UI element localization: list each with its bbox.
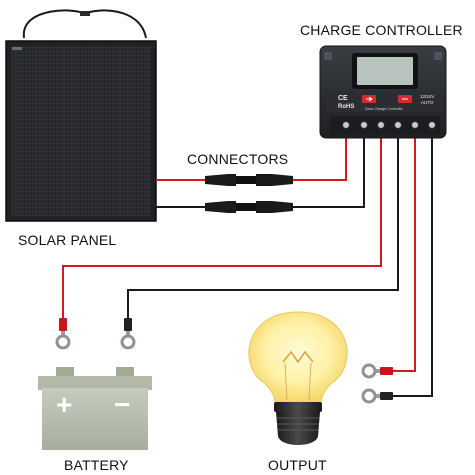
battery-positive-neck	[61, 331, 65, 337]
ring-terminals	[55, 318, 393, 404]
pv-positive-wire	[293, 138, 347, 181]
controller-model-text: Solar Charge Controller	[365, 107, 404, 111]
solar-panel-label: SOLAR PANEL	[18, 232, 117, 248]
battery-body	[42, 388, 148, 450]
output-negative-ring	[361, 388, 377, 404]
controller-ce-mark: CE	[338, 95, 348, 102]
solar-panel-icon	[5, 9, 157, 222]
battery-positive-sleeve	[59, 318, 67, 331]
charge-controller-icon: CE RoHS Solar Charge Controller 12/24V A…	[319, 45, 447, 139]
battery-post-right	[116, 367, 134, 377]
output-positive-neck	[375, 369, 380, 373]
controller-screw-tr	[434, 52, 442, 60]
battery-lid	[38, 376, 152, 390]
connector-joint-bottom	[236, 203, 256, 211]
output-positive-sleeve	[380, 367, 393, 375]
output-negative-sleeve	[380, 392, 393, 400]
controller-lcd-screen	[357, 57, 413, 85]
controller-voltage-line2: AUTO	[421, 100, 434, 105]
battery-negative-mark: −	[114, 389, 130, 420]
pv-negative-wire	[293, 138, 365, 208]
battery-negative-sleeve	[124, 318, 132, 331]
battery-positive-ring	[55, 334, 71, 350]
terminal-pv-positive	[342, 121, 350, 129]
solar-panel-badge	[12, 47, 22, 50]
battery-icon: + −	[38, 367, 152, 450]
controller-label-strip	[326, 92, 442, 112]
battery-negative-neck	[126, 331, 130, 337]
bulb-filament	[282, 350, 314, 364]
wires	[62, 138, 433, 397]
battery-negative-ring	[120, 334, 136, 350]
output-negative-neck	[375, 394, 380, 398]
connector-joint-top	[236, 176, 256, 184]
mc4-connectors-icon	[205, 174, 293, 213]
output-positive-ring	[361, 363, 377, 379]
battery-label: BATTERY	[64, 457, 129, 473]
light-bulb-icon	[248, 311, 348, 445]
battery-positive-wire	[62, 138, 382, 318]
bulb-base-collar	[274, 402, 322, 412]
output-negative-wire	[392, 138, 433, 397]
connector-female-top	[256, 174, 293, 186]
terminal-battery-negative	[394, 121, 402, 129]
controller-rohs-mark: RoHS	[338, 104, 354, 110]
terminal-pv-negative	[360, 121, 368, 129]
controller-button-left-arrow	[366, 96, 373, 102]
bulb-socket-threads	[277, 417, 319, 431]
solar-panel-cells	[11, 46, 151, 216]
output-label: OUTPUT	[268, 457, 327, 473]
bulb-socket	[276, 412, 320, 445]
controller-screw-tl	[324, 52, 332, 60]
terminal-battery-positive	[377, 121, 385, 129]
battery-positive-mark: +	[56, 389, 72, 420]
battery-post-left	[56, 367, 74, 377]
controller-voltage-line1: 12/24V	[420, 94, 434, 99]
bulb-filament-supports	[284, 362, 312, 401]
connector-male-bottom	[205, 201, 236, 213]
controller-terminals	[342, 121, 436, 129]
bulb-glass	[248, 311, 348, 403]
terminal-load-positive	[411, 121, 419, 129]
output-positive-wire	[392, 138, 416, 372]
connector-female-bottom	[256, 201, 293, 213]
terminal-load-negative	[428, 121, 436, 129]
controller-terminal-block	[330, 116, 440, 134]
battery-negative-wire	[127, 138, 399, 318]
charge-controller-label: CHARGE CONTROLLER	[300, 22, 463, 38]
panel-cable-connector	[80, 11, 90, 16]
connector-male-top	[205, 174, 236, 186]
connectors-label: CONNECTORS	[187, 151, 289, 167]
